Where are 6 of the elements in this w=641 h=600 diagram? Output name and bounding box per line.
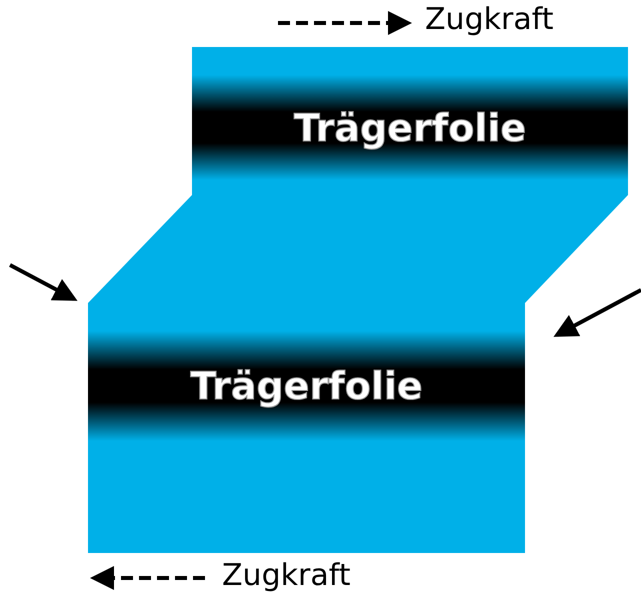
band-label: Trägerfolie [190,364,423,408]
force-label: Zugkraft [425,2,554,37]
carrier-film-band [192,75,628,180]
carrier-film-band [88,331,525,441]
band-label: Trägerfolie [294,106,526,150]
force-label: Zugkraft [222,558,350,593]
